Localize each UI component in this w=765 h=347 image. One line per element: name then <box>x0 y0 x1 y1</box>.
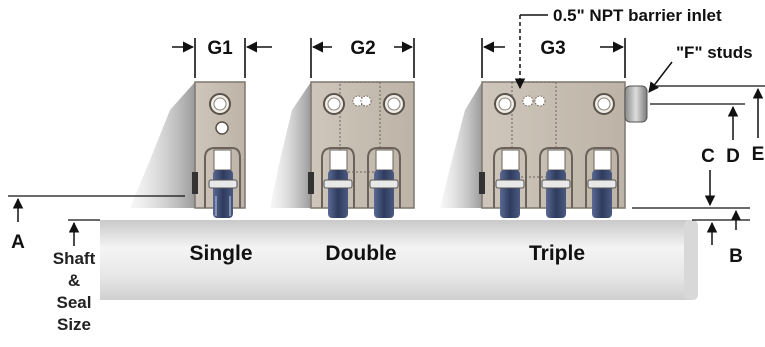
g2-label: G2 <box>350 38 375 59</box>
triple-label: Triple <box>529 242 585 265</box>
g2-dimension <box>310 38 415 78</box>
shaft-label-line-2: & <box>68 271 80 290</box>
barrier-inlet-label: 0.5" NPT barrier inlet <box>553 6 722 25</box>
g1-dimension <box>172 38 272 78</box>
shaft-size-label: Shaft & Seal Size <box>53 249 96 334</box>
f-studs-label: "F" studs <box>676 43 753 62</box>
dim-d-label: D <box>726 146 740 167</box>
gland-shadow-double <box>270 82 311 208</box>
single-clamp <box>208 170 238 218</box>
double-clamps <box>323 170 399 218</box>
barrier-inlet-leader <box>514 14 548 90</box>
gland-shadow-single <box>130 82 195 208</box>
double-gland <box>308 81 415 209</box>
double-label: Double <box>325 242 396 265</box>
shaft-label-line-3: Seal <box>57 293 92 312</box>
shaft <box>100 220 692 300</box>
shaft-label-line-4: Size <box>57 315 91 334</box>
gland-shadow-triple <box>440 82 482 208</box>
shaft-label-line-1: Shaft <box>53 249 96 268</box>
g3-dimension <box>481 38 626 78</box>
single-gland <box>192 81 246 209</box>
b-dimension <box>706 209 742 245</box>
triple-clamps <box>495 170 617 218</box>
g1-label: G1 <box>207 38 233 59</box>
f-studs-leader <box>648 61 673 93</box>
dim-c-label: C <box>701 146 715 167</box>
shaft-end <box>684 220 698 300</box>
g3-label: G3 <box>540 38 565 59</box>
dim-e-label: E <box>752 144 765 165</box>
dim-a-label: A <box>11 232 25 253</box>
f-stud <box>624 85 648 123</box>
dim-b-label: B <box>729 246 743 267</box>
single-label: Single <box>189 242 252 265</box>
